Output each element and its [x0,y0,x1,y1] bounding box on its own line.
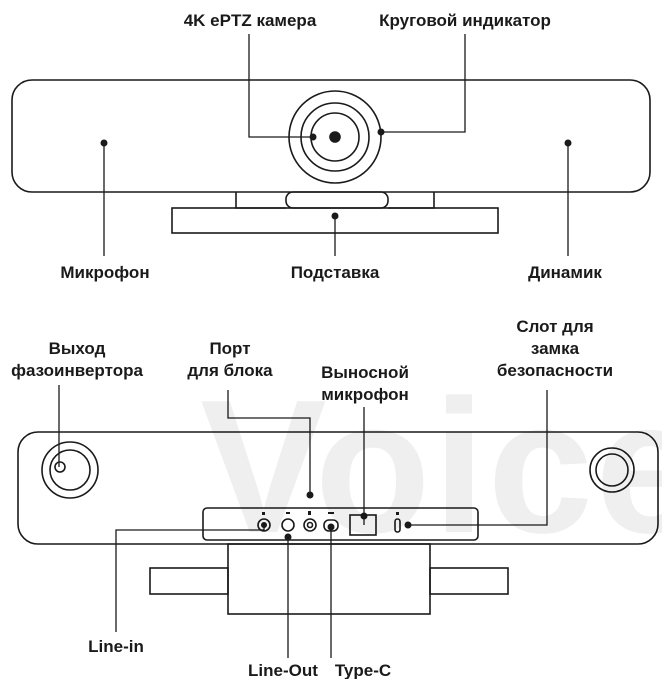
callout-lines-rear [58,385,548,658]
unit-port-label: Порт для блока [187,339,273,380]
lock-port-round [589,447,635,493]
line-out-label: Line-Out [248,661,318,679]
security-lock-slot-label: Слот для замка безопасности [496,317,614,380]
stand-rear [149,543,509,615]
line-in-label: Line-in [88,637,144,656]
microphone-label: Микрофон [60,263,150,282]
rear-view [17,385,659,658]
external-mic-label: Выносной микрофон [321,363,409,404]
callout-lines-front [103,34,569,256]
stand-label: Подставка [290,263,380,282]
front-view [11,34,651,256]
bass-port [41,441,99,499]
callout-dots-rear [261,491,412,541]
type-c-label: Type-C [334,661,392,679]
port-icons [262,511,399,515]
speaker-label: Динамик [528,263,602,282]
io-panel [202,507,479,541]
camera-label: 4K ePTZ камера [183,11,317,30]
bass-port-label: Выход фазоинвертора [11,339,143,380]
ring-indicator-label: Круговой индикатор [379,11,551,30]
callout-dots-front [100,128,572,220]
